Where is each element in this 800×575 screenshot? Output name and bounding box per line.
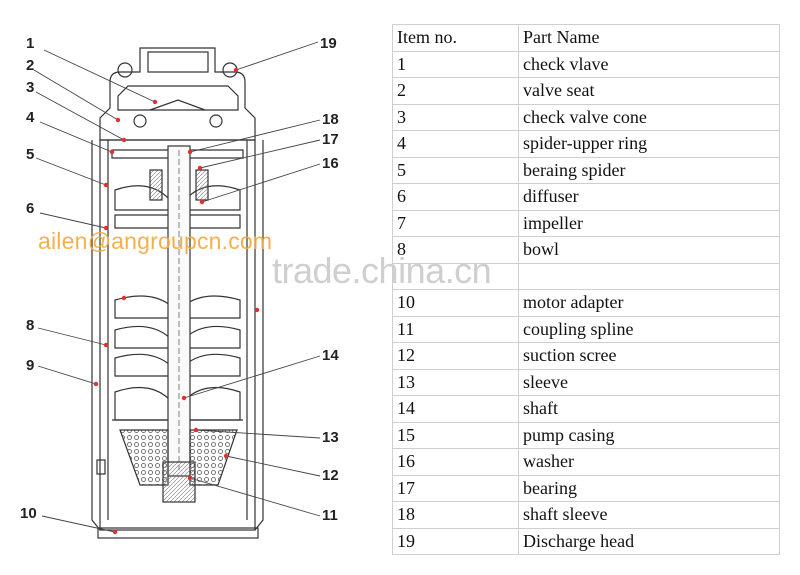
callout-13: 13	[322, 429, 339, 446]
discharge-head	[99, 47, 256, 141]
callout-9: 9	[26, 357, 34, 374]
part-name: spider-upper ring	[518, 130, 780, 158]
table-header-row: Item no. Part Name	[392, 24, 780, 52]
item-number: 4	[392, 130, 519, 158]
callout-6: 6	[26, 200, 34, 217]
callout-16: 16	[322, 155, 339, 172]
item-number: 2	[392, 77, 519, 105]
item-number: 1	[392, 50, 519, 78]
callout-4: 4	[26, 109, 35, 126]
part-name: pump casing	[518, 421, 780, 449]
pump-drawing	[91, 47, 264, 539]
callout-11: 11	[322, 507, 338, 524]
part-name: bearing	[518, 474, 780, 502]
pump-cross-section-diagram: 1 2 3 4 5 6 8 9 10 19 18 17 16 14 13 12 …	[0, 0, 370, 575]
item-number: 5	[392, 156, 519, 184]
item-number: 15	[392, 421, 519, 449]
shaft	[149, 145, 209, 477]
item-number: 10	[392, 289, 519, 317]
part-name: bowl	[518, 236, 780, 264]
part-name: diffuser	[518, 183, 780, 211]
watermark-email: ailen@angroupcn.com	[38, 228, 273, 254]
header-item-no: Item no.	[392, 24, 519, 52]
part-name: Discharge head	[518, 527, 780, 555]
part-name: valve seat	[518, 77, 780, 105]
leader-lines	[33, 41, 321, 533]
watermark-site: trade.china.cn	[272, 250, 492, 291]
part-name: shaft sleeve	[518, 501, 780, 529]
callout-8: 8	[26, 317, 34, 334]
callout-18: 18	[322, 111, 339, 128]
item-number: 19	[392, 527, 519, 555]
part-name: washer	[518, 448, 780, 476]
part-name: sleeve	[518, 368, 780, 396]
item-number: 17	[392, 474, 519, 502]
part-name: coupling spline	[518, 315, 780, 343]
part-name: suction scree	[518, 342, 780, 370]
part-name: shaft	[518, 395, 780, 423]
part-name: check vlave	[518, 50, 780, 78]
item-number: 11	[392, 315, 519, 343]
callout-10: 10	[20, 505, 37, 522]
callout-5: 5	[26, 146, 34, 163]
suction-screen	[119, 429, 238, 503]
part-name: check valve cone	[518, 103, 780, 131]
item-number: 18	[392, 501, 519, 529]
left-callouts: 1 2 3 4 5 6 8 9 10	[20, 35, 37, 522]
callout-14: 14	[322, 347, 339, 364]
part-name	[518, 262, 780, 290]
leader-dots	[93, 67, 260, 535]
item-number: 13	[392, 368, 519, 396]
header-part-name: Part Name	[518, 24, 780, 52]
table-row	[392, 262, 780, 290]
callout-12: 12	[322, 467, 339, 484]
item-number: 14	[392, 395, 519, 423]
part-name: impeller	[518, 209, 780, 237]
item-number: 6	[392, 183, 519, 211]
callout-17: 17	[322, 131, 339, 148]
callout-19: 19	[320, 35, 337, 52]
right-callouts: 19 18 17 16 14 13 12 11	[320, 35, 339, 524]
item-number: 3	[392, 103, 519, 131]
item-number: 12	[392, 342, 519, 370]
part-name: beraing spider	[518, 156, 780, 184]
item-number: 16	[392, 448, 519, 476]
callout-1: 1	[26, 35, 34, 52]
part-name: motor adapter	[518, 289, 780, 317]
callout-2: 2	[26, 57, 34, 74]
pump-casing	[91, 139, 264, 539]
callout-3: 3	[26, 79, 34, 96]
item-number: 7	[392, 209, 519, 237]
